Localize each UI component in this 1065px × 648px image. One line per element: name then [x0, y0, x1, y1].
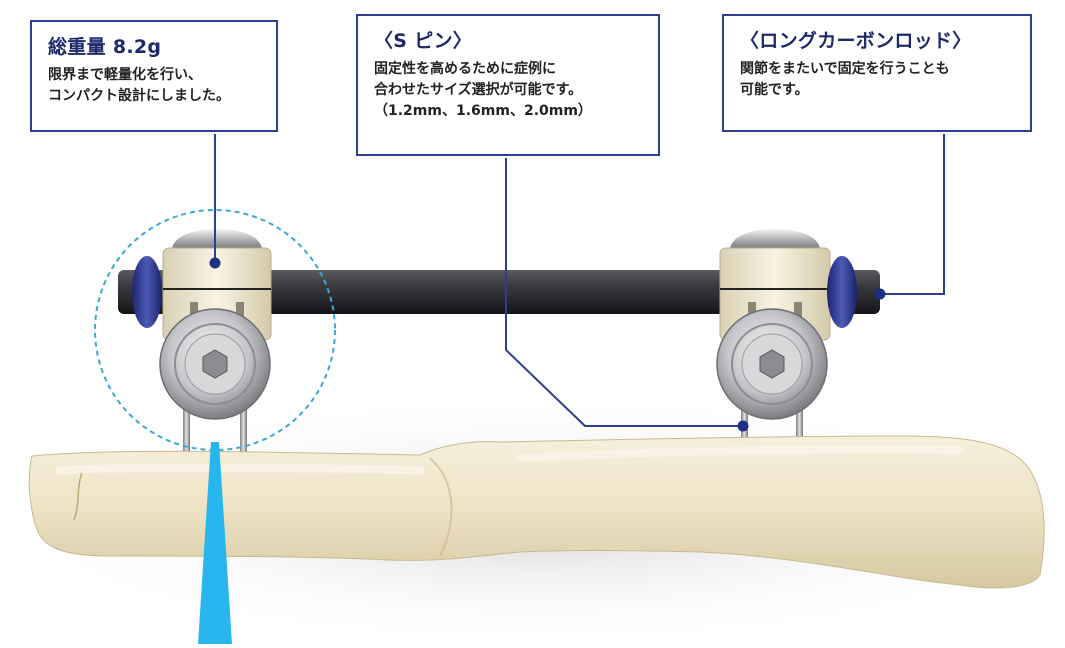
callout-s-pin-title: 〈S ピン〉: [374, 30, 473, 52]
highlight-circle: [94, 209, 336, 451]
leader-line-pin: [505, 158, 743, 427]
leader-dot-weight: [209, 257, 221, 269]
pins-left: [183, 395, 247, 460]
hex-socket-screw-icon-right: [716, 308, 828, 420]
callout-s-pin: 〈S ピン〉 固定性を高めるために症例に 合わせたサイズ選択が可能です。 （1.…: [356, 14, 660, 156]
hex-socket-screw-icon: [159, 308, 271, 420]
bone-fracture-line: [73, 471, 83, 521]
carbon-rod: [118, 270, 880, 314]
leader-dot-pin: [737, 420, 749, 432]
callout-long-carbon-rod-body: 関節をまたいで固定を行うことも 可能です。: [740, 61, 950, 98]
callout-long-carbon-rod: 〈ロングカーボンロッド〉 関節をまたいで固定を行うことも 可能です。: [722, 14, 1032, 132]
leader-line-rod: [880, 134, 945, 295]
end-cap-right: [827, 256, 857, 328]
callout-total-weight-title: 総重量 8.2g: [48, 36, 162, 58]
end-cap-left: [132, 256, 162, 328]
bone-joint-shading: [429, 457, 453, 557]
callout-s-pin-body: 固定性を高めるために症例に 合わせたサイズ選択が可能です。 （1.2mm、1.6…: [374, 61, 592, 119]
leader-dot-rod: [874, 288, 886, 300]
callout-total-weight-body: 限界まで軽量化を行い、 コンパクト設計にしました。: [48, 67, 230, 104]
pointer-beam: [198, 442, 232, 644]
callout-long-carbon-rod-title: 〈ロングカーボンロッド〉: [740, 30, 972, 52]
callout-total-weight: 総重量 8.2g 限界まで軽量化を行い、 コンパクト設計にしました。: [30, 20, 278, 132]
bone-highlight: [56, 445, 964, 474]
